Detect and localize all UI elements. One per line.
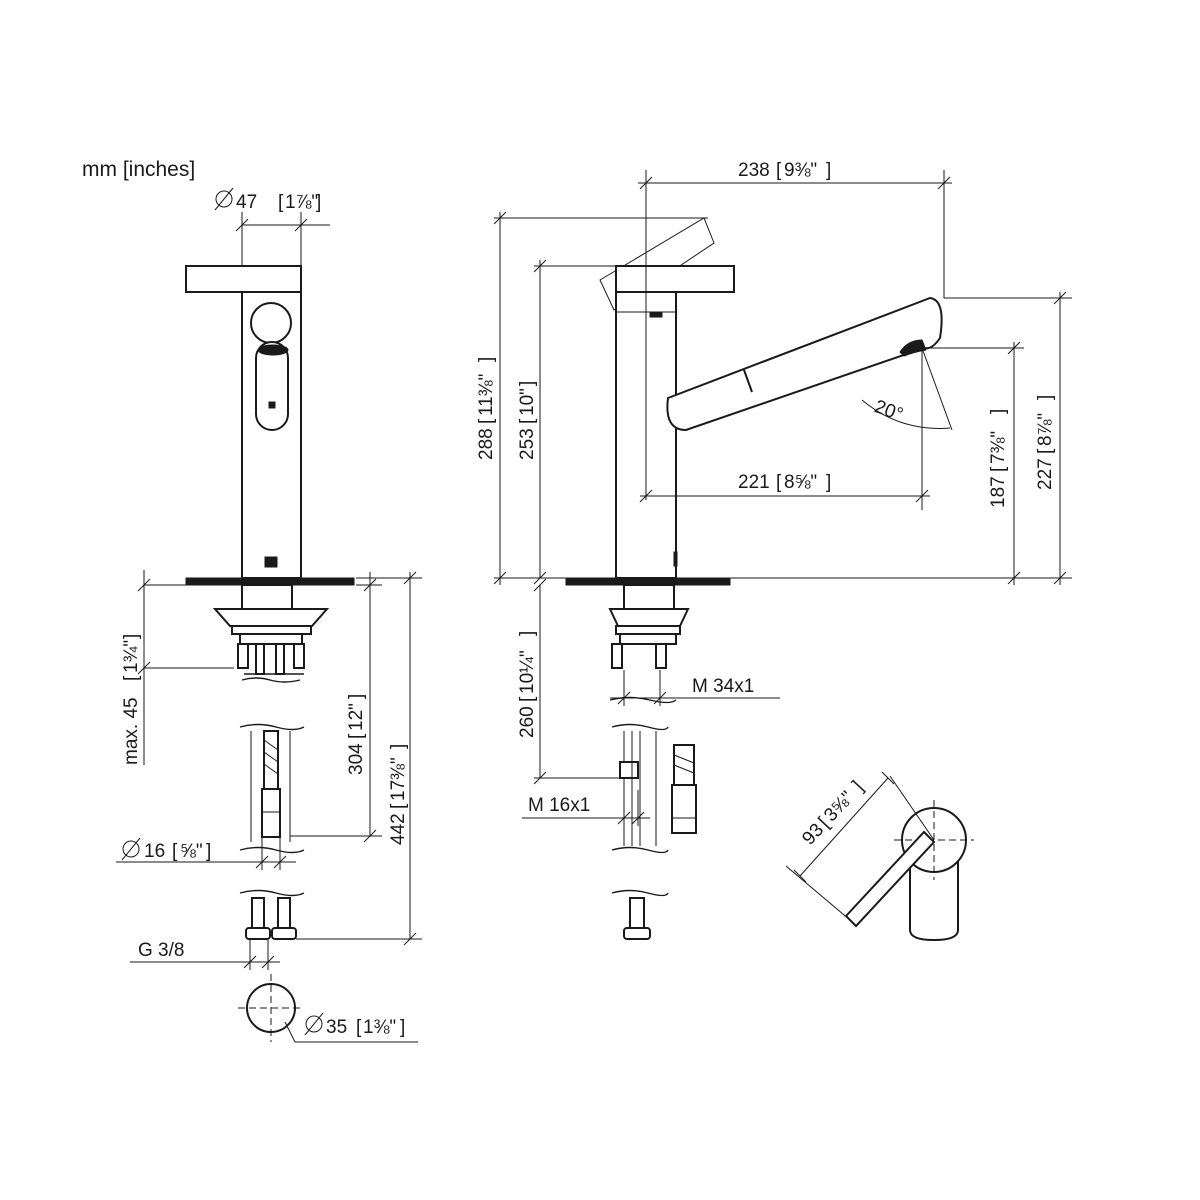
svg-text:]: ] [826,160,831,181]
svg-text:253: 253 [517,428,538,460]
svg-text:10": 10" [517,388,538,416]
svg-text:]: ] [826,472,831,493]
svg-text:10¼": 10¼" [517,650,538,694]
svg-text:[: [ [388,803,409,809]
handle-lever [185,265,302,293]
svg-text:]: ] [400,1017,405,1038]
svg-text:304: 304 [346,743,367,775]
top-view-lever [844,830,936,928]
connection-thread-label: G 3/8 [138,940,184,961]
spout-reach-label: 238 [ 9⅜" ] [738,160,831,181]
svg-text:1⅞": 1⅞" [285,192,318,213]
svg-text:35: 35 [326,1017,347,1038]
svg-text:288: 288 [476,428,497,460]
svg-text:[: [ [988,466,1009,472]
svg-text:[: [ [121,675,142,681]
hose-thread-label: M 16x1 [528,795,590,816]
svg-text:]: ] [388,744,409,749]
svg-text:[: [ [278,192,284,213]
svg-text:442: 442 [388,813,409,845]
svg-text:8⅞": 8⅞" [1035,413,1056,446]
hose-length-label: 304 [ 12" ] [346,694,367,775]
spout-height-label: 227 [ 8⅞" ] [1035,395,1056,490]
svg-text:[: [ [517,418,538,424]
svg-text:227: 227 [1035,458,1056,490]
diameter-16-label: 16 [ ⅝" ] [121,837,211,862]
svg-text:1¾": 1¾" [121,640,142,673]
svg-text:[: [ [776,472,782,493]
svg-text:]: ] [316,192,321,213]
svg-text:]: ] [346,694,367,699]
top-view-body [909,849,959,942]
svg-text:[: [ [476,418,497,424]
top-view: 93 [ 3⅝" ] [785,771,974,942]
aerator-height-label: 187 [ 7⅜" ] [988,409,1009,508]
svg-text:]: ] [121,634,142,639]
svg-text:7⅜": 7⅜" [988,431,1009,464]
body-height-label: 253 [ 10" ] [517,381,538,460]
swivel-angle-label: 20° [872,396,906,426]
svg-text:260: 260 [517,706,538,738]
svg-text:]: ] [988,409,1009,414]
svg-text:8⅝": 8⅝" [784,472,817,493]
side-deck-plate [565,577,731,586]
diameter-35-label: 35 [ 1⅜" ] [304,1012,405,1038]
svg-text:187: 187 [988,476,1009,508]
svg-text:17⅜": 17⅜" [388,757,409,801]
svg-text:]: ] [476,357,497,362]
side-handle-lever [615,265,735,293]
svg-text:[: [ [1035,448,1056,454]
svg-text:[: [ [346,733,367,739]
below-deck-label: 260 [ 10¼" ] [517,631,538,738]
svg-text:[: [ [172,841,178,862]
svg-text:⅝": ⅝" [180,841,203,862]
svg-text:max. 45: max. 45 [121,697,142,765]
svg-text:221: 221 [738,472,770,493]
svg-text:]: ] [849,777,868,795]
svg-text:47: 47 [236,192,257,213]
svg-text:1⅜": 1⅜" [363,1017,396,1038]
svg-text:9⅜": 9⅜" [784,160,817,181]
mount-depth-label: max. 45 [ 1¾" ] [121,634,142,765]
side-view: 238 [ 9⅜" ] 288 [ 11⅜" ] 253 [ 10" ] [476,160,1072,940]
svg-text:]: ] [1035,395,1056,400]
diameter-47-label: 47 [ 1⅞" ] [214,187,321,213]
aerator-reach-label: 221 [ 8⅝" ] [738,472,831,493]
svg-text:16: 16 [144,841,165,862]
units-label: mm [inches] [82,158,195,181]
deck-plate [185,577,355,586]
svg-text:]: ] [206,841,211,862]
svg-text:3⅝": 3⅝" [820,787,858,826]
svg-text:[: [ [517,696,538,702]
mount-thread-label: M 34x1 [692,676,754,697]
pull-out-spout [666,296,943,432]
total-length-label: 442 [ 17⅜" ] [388,744,409,845]
svg-text:]: ] [517,631,538,636]
svg-text:12": 12" [346,703,367,731]
svg-text:]: ] [517,381,538,386]
svg-text:11⅜": 11⅜" [476,374,497,416]
svg-text:238: 238 [738,160,770,181]
max-height-label: 288 [ 11⅜" ] [476,357,497,460]
svg-text:[: [ [356,1017,362,1038]
front-view: 47 [ 1⅞" ] [116,187,422,1043]
svg-text:[: [ [776,160,782,181]
